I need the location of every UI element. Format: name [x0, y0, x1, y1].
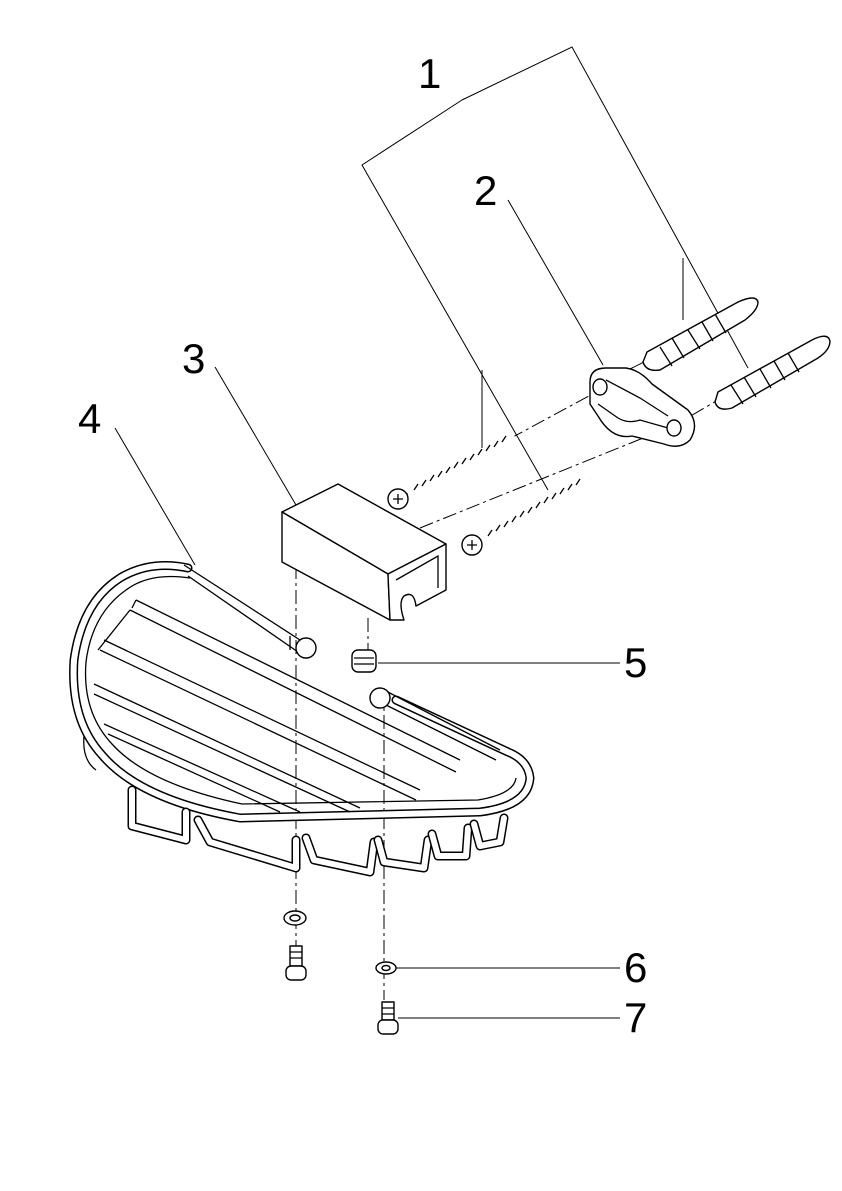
bracket-cover [281, 483, 447, 621]
leader-1-left [361, 99, 549, 491]
callout-1: 1 [418, 50, 441, 97]
wire-basket [69, 561, 535, 877]
leader-lines [114, 46, 749, 1019]
washer-left [283, 910, 307, 926]
wood-screw-lower [461, 476, 591, 556]
screw-right [377, 1001, 399, 1035]
wall-plug-lower [714, 335, 831, 410]
callout-3: 3 [182, 335, 205, 382]
callout-7: 7 [624, 994, 647, 1041]
callout-5: 5 [624, 639, 647, 686]
wall-plug-upper [642, 297, 759, 372]
callout-2: 2 [474, 167, 497, 214]
leader-1-right [461, 46, 749, 369]
leader-4 [114, 427, 196, 566]
leader-2 [507, 199, 604, 366]
wood-screw-upper [387, 435, 516, 510]
screw-left [285, 945, 307, 981]
assembly-axes [295, 359, 719, 1000]
spacer [351, 649, 377, 673]
wall-bracket [589, 367, 696, 447]
axis-lower-screw [419, 427, 669, 529]
leader-3 [214, 366, 297, 506]
callout-4: 4 [78, 395, 101, 442]
washer-right [375, 961, 397, 975]
callout-6: 6 [624, 944, 647, 991]
